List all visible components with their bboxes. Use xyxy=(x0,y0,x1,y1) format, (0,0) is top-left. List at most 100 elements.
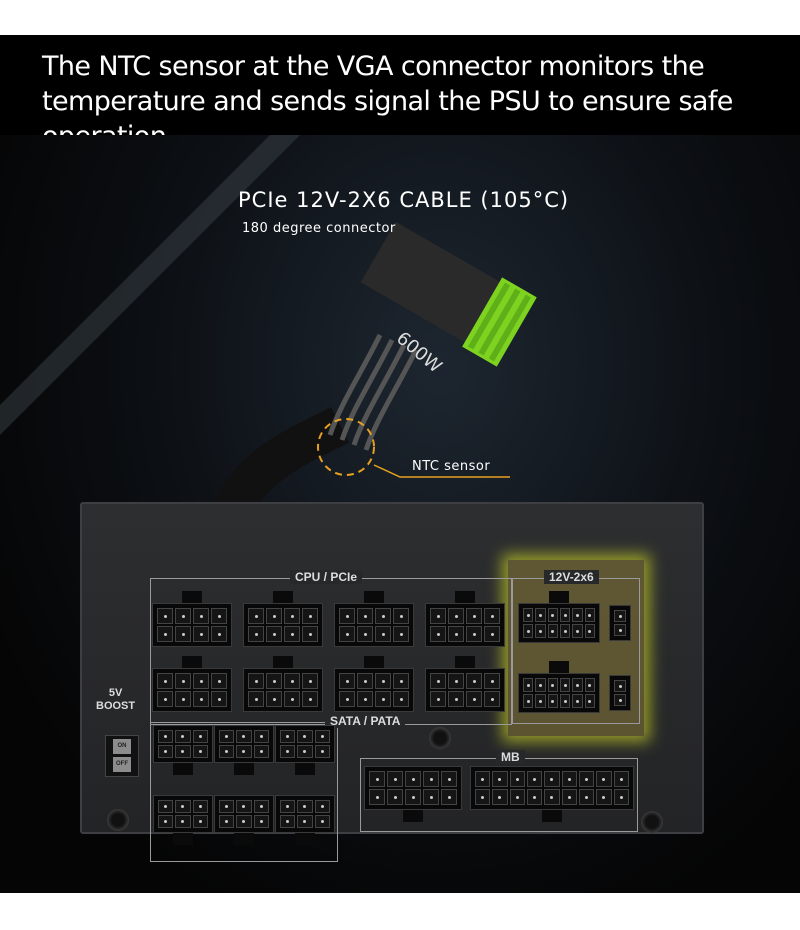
pin xyxy=(192,745,208,758)
pin xyxy=(211,691,227,707)
pin xyxy=(375,626,391,642)
pin xyxy=(158,730,174,743)
ntc-sensor-ring xyxy=(317,418,375,476)
pin xyxy=(393,626,409,642)
pin xyxy=(297,730,313,743)
pin xyxy=(236,730,252,743)
pin xyxy=(475,771,491,787)
pin xyxy=(175,673,191,689)
pin xyxy=(266,673,282,689)
pin xyxy=(484,673,500,689)
pin xyxy=(559,694,571,708)
pin xyxy=(466,608,482,624)
pin xyxy=(430,673,446,689)
12v-2x6-connector xyxy=(518,673,600,713)
pin xyxy=(405,771,421,787)
pin xyxy=(175,626,191,642)
pin xyxy=(175,608,191,624)
pin xyxy=(526,771,543,787)
pin xyxy=(572,678,583,692)
pin xyxy=(157,608,173,624)
boost-label-boost: BOOST xyxy=(96,700,136,712)
pin xyxy=(219,815,235,828)
pin xyxy=(253,800,269,813)
pin xyxy=(448,691,464,707)
pin xyxy=(448,608,464,624)
pin xyxy=(158,800,174,813)
cpu-pcie-connector xyxy=(425,668,505,712)
pin xyxy=(535,608,546,622)
pin xyxy=(547,624,558,638)
pin xyxy=(393,691,409,707)
pin xyxy=(387,789,403,805)
pin xyxy=(484,691,500,707)
pin xyxy=(192,815,208,828)
connector-latch xyxy=(455,591,475,603)
connector-latch xyxy=(234,763,254,775)
pin xyxy=(572,694,583,708)
connector-latch xyxy=(364,591,384,603)
pin xyxy=(547,694,558,708)
sata-pata-connector xyxy=(214,795,274,833)
pin xyxy=(526,789,543,805)
mb-label: MB xyxy=(496,750,525,764)
pin xyxy=(535,624,546,638)
pin xyxy=(484,626,500,642)
pin xyxy=(544,771,560,787)
pin xyxy=(280,800,296,813)
pin xyxy=(584,694,595,708)
sata-pata-frame xyxy=(150,722,338,862)
pin xyxy=(211,608,227,624)
pin xyxy=(236,800,252,813)
cpu-pcie-connector xyxy=(334,603,414,647)
cable-title: PCIe 12V-2X6 CABLE (105°C) xyxy=(238,188,570,212)
pin xyxy=(280,730,296,743)
pin xyxy=(509,789,525,805)
pin xyxy=(430,691,446,707)
ntc-sensor-label: NTC sensor xyxy=(412,459,491,474)
pin xyxy=(375,608,391,624)
pin xyxy=(248,608,264,624)
pin xyxy=(492,789,508,805)
pin xyxy=(448,626,464,642)
boost-label-5v: 5V xyxy=(108,687,123,699)
pin xyxy=(393,608,409,624)
pin xyxy=(544,789,560,805)
switch-on-label: ON xyxy=(113,739,131,754)
pin xyxy=(596,789,612,805)
screw xyxy=(429,727,451,749)
screw xyxy=(641,811,663,833)
pin xyxy=(614,610,626,622)
pin xyxy=(157,626,173,642)
connector-latch xyxy=(295,833,315,845)
pin xyxy=(572,608,583,622)
cpu-pcie-connector xyxy=(152,603,232,647)
pin xyxy=(157,691,173,707)
pin xyxy=(547,678,558,692)
pin xyxy=(339,691,355,707)
cpu-pcie-connector xyxy=(425,603,505,647)
pin xyxy=(614,680,626,692)
pin xyxy=(297,745,313,758)
pin xyxy=(614,694,626,706)
pin xyxy=(509,771,525,787)
cpu-pcie-connector xyxy=(152,668,232,712)
12v-2x6-connector xyxy=(518,603,600,643)
pin xyxy=(339,673,355,689)
pin xyxy=(369,789,385,805)
pin xyxy=(559,624,571,638)
connector-latch xyxy=(295,763,315,775)
pin xyxy=(466,691,482,707)
pin xyxy=(523,678,534,692)
connector-latch xyxy=(273,591,293,603)
pin xyxy=(314,800,330,813)
pin xyxy=(175,800,191,813)
pin xyxy=(405,789,421,805)
cable-connector xyxy=(360,221,537,367)
connector-latch xyxy=(403,810,423,822)
sata-pata-connector xyxy=(153,725,213,763)
pin xyxy=(253,815,269,828)
pin xyxy=(584,624,595,638)
pin xyxy=(613,789,629,805)
